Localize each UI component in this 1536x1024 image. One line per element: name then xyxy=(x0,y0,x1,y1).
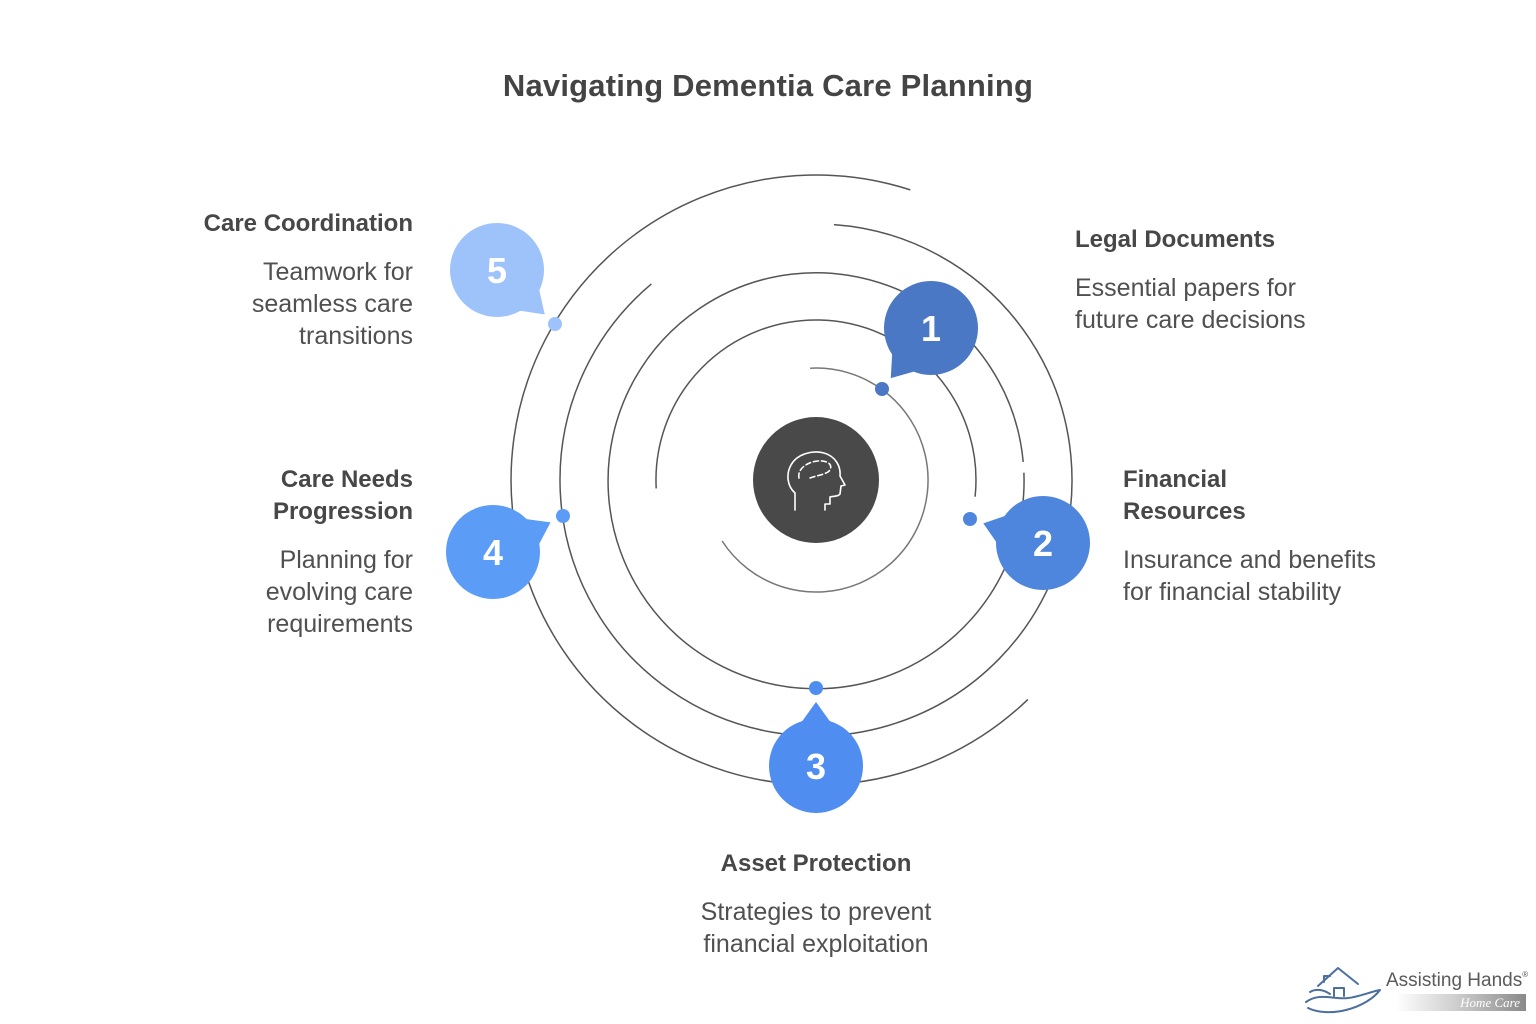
step-3-number: 3 xyxy=(806,746,826,787)
step-5-text: Care Coordination Teamwork for seamless … xyxy=(163,208,413,352)
logo-registered-mark: ® xyxy=(1522,970,1529,979)
step-2-bubble: 2 xyxy=(983,496,1090,590)
step-2-bubble-circle xyxy=(996,496,1090,590)
logo-tagline: Home Care xyxy=(1460,995,1520,1010)
step-3-marker xyxy=(809,681,823,695)
step-2-marker xyxy=(963,512,977,526)
head-brain-icon xyxy=(787,451,846,511)
step-4-bubble-circle xyxy=(446,505,540,599)
marker-group xyxy=(548,317,977,695)
hand-house-icon xyxy=(1305,967,1381,1014)
step-1-marker xyxy=(875,382,889,396)
step-4-description: Planning for evolving care requirements xyxy=(265,546,413,638)
step-3-heading: Asset Protection xyxy=(720,850,912,877)
step-4-bubble: 4 xyxy=(446,505,551,599)
bubble-group: 1 2 3 4 5 xyxy=(446,223,1090,813)
step-5-marker xyxy=(548,317,562,331)
step-1-number: 1 xyxy=(921,308,941,349)
step-1-bubble: 1 xyxy=(884,281,978,379)
step-1-heading: Legal Documents xyxy=(1075,226,1276,253)
step-5-bubble-circle xyxy=(450,223,544,317)
step-2-number: 2 xyxy=(1033,523,1053,564)
step-2-heading: Financial Resources xyxy=(1123,466,1246,525)
step-3-description: Strategies to prevent financial exploita… xyxy=(700,898,932,958)
step-4-heading: Care Needs Progression xyxy=(272,466,413,525)
ring-arc-2 xyxy=(655,319,977,497)
step-3-bubble-circle xyxy=(769,719,863,813)
brand-logo: Assisting Hands® Home Care xyxy=(1300,962,1530,1018)
step-4-number: 4 xyxy=(483,532,503,573)
center-hub xyxy=(753,417,879,543)
step-5-heading: Care Coordination xyxy=(203,210,413,237)
step-3-bubble: 3 xyxy=(769,702,863,813)
step-5-number: 5 xyxy=(487,250,507,291)
step-2-description: Insurance and benefits for financial sta… xyxy=(1123,546,1376,606)
step-4-marker xyxy=(556,509,570,523)
step-3-text: Asset Protection Strategies to prevent f… xyxy=(666,848,966,960)
step-2-text: Financial Resources Insurance and benefi… xyxy=(1123,464,1376,608)
step-4-text: Care Needs Progression Planning for evol… xyxy=(213,464,413,640)
logo-tagline-bar: Home Care xyxy=(1396,994,1526,1011)
step-1-bubble-circle xyxy=(884,281,978,375)
logo-name: Assisting Hands® xyxy=(1386,970,1528,992)
logo-name-text: Assisting Hands xyxy=(1386,970,1523,991)
ring-arc-4 xyxy=(559,223,1073,737)
step-1-description: Essential papers for future care decisio… xyxy=(1075,274,1306,334)
step-1-text: Legal Documents Essential papers for fut… xyxy=(1075,224,1395,336)
page-title: Navigating Dementia Care Planning xyxy=(502,68,1034,103)
center-circle xyxy=(753,417,879,543)
step-5-bubble: 5 xyxy=(450,223,545,317)
step-5-description: Teamwork for seamless care transitions xyxy=(251,258,413,350)
